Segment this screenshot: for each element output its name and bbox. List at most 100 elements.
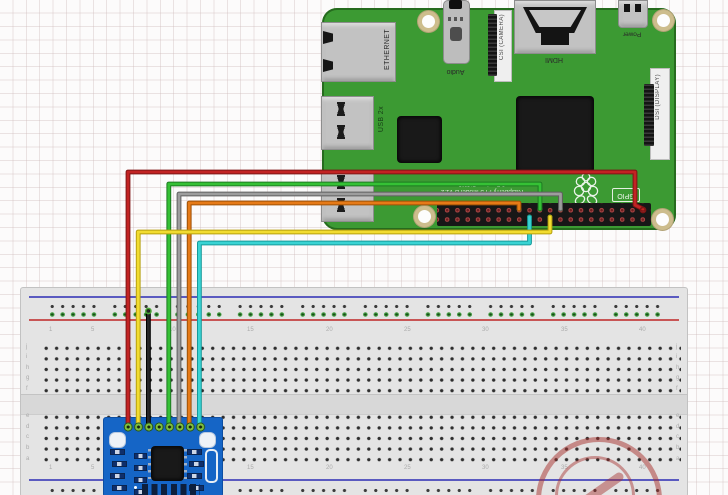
audio-barrel (449, 0, 462, 9)
breadboard-label: e (676, 413, 680, 419)
module-mount-tab (110, 433, 125, 447)
breadboard-label: c (676, 434, 679, 441)
smd-resistor (189, 461, 204, 467)
breadboard-label: 5 (91, 327, 95, 333)
crystal-oscillator (205, 449, 218, 483)
mount-hole (652, 209, 673, 230)
smd-resistor (110, 473, 125, 479)
power-port (618, 0, 648, 28)
audio-jack (443, 0, 470, 64)
breadboard-label: d (26, 423, 30, 430)
breadboard-label: j (26, 344, 28, 350)
power-slot (624, 4, 630, 12)
breadboard-label: 15 (247, 327, 254, 333)
ethernet-slot (323, 59, 333, 72)
wire-orange[interactable] (187, 201, 521, 431)
breadboard-label: a (676, 455, 680, 462)
breadboard-label: d (676, 423, 680, 430)
bottom-rail-holes-row1[interactable] (45, 486, 673, 495)
hdmi-shape-inner (529, 10, 581, 27)
csi-connector-bar (488, 14, 497, 76)
wire-gray[interactable] (177, 192, 562, 431)
dsi-connector-bar (644, 84, 654, 146)
smd-resistor (187, 473, 202, 479)
wire-cyan[interactable] (196, 214, 532, 432)
wire-yellow[interactable] (136, 215, 552, 431)
mount-hole (653, 10, 674, 31)
breadboard-label: 20 (326, 465, 333, 471)
smd-resistor (134, 477, 147, 483)
power-slot (635, 4, 641, 12)
module-ic-chip (152, 447, 183, 480)
breadboard-label: 5 (91, 465, 95, 471)
breadboard-label: b (26, 445, 30, 452)
breadboard-label: i (676, 354, 678, 361)
breadboard-label: 40 (639, 327, 646, 333)
breadboard-label: c (26, 434, 29, 441)
wire-gray[interactable] (176, 191, 563, 432)
audio-detail (450, 27, 462, 41)
top-rail-blue-line (29, 296, 679, 298)
breadboard-label: 30 (482, 465, 489, 471)
breadboard-label: 1 (49, 327, 53, 333)
gpio-header[interactable] (437, 203, 651, 226)
module-header-pins[interactable] (122, 421, 206, 433)
wire-end-ring[interactable] (639, 206, 647, 214)
breadboard-label: e (26, 413, 30, 419)
ethernet-slot (323, 31, 333, 44)
ethernet-port: ETHERNET (321, 22, 396, 82)
ic-legs (183, 449, 187, 479)
mount-hole (418, 11, 439, 32)
breadboard-label: 1 (49, 465, 53, 471)
usb-controller-chip (398, 117, 441, 162)
breadboard-label: 10 (169, 327, 176, 333)
mount-hole (414, 206, 435, 227)
smd-resistor (112, 485, 127, 491)
top-rail-holes-row1[interactable] (45, 302, 673, 311)
wire-red[interactable] (125, 169, 646, 432)
breadboard-label: h (676, 364, 680, 371)
breadboard-label: 30 (482, 327, 489, 333)
breadboard-label: f (676, 385, 678, 392)
breadboard-label: 25 (404, 327, 411, 333)
smd-resistor (187, 449, 202, 455)
breadboard-label: g (676, 375, 680, 382)
wire-green[interactable] (166, 181, 543, 432)
usb-symbol (328, 125, 354, 139)
silkscreen-dot (134, 486, 137, 489)
usb-port-upper (321, 96, 374, 150)
bottom-rail-blue-line (29, 479, 679, 481)
hdmi-stem (541, 33, 569, 45)
breadboard-label: g (26, 375, 30, 382)
top-rail-holes-row2[interactable] (45, 310, 673, 319)
wire-red[interactable] (126, 170, 645, 431)
breadboard-label: j (676, 344, 678, 350)
smd-resistor (112, 461, 127, 467)
smd-resistor (110, 449, 125, 455)
smd-resistor (134, 489, 147, 495)
breadboard-label: 35 (561, 327, 568, 333)
breadboard-label: 20 (326, 327, 333, 333)
breadboard-label: 25 (404, 465, 411, 471)
breadboard-label: a (26, 455, 30, 462)
module-mount-tab (200, 433, 215, 447)
usb-symbol (328, 102, 354, 116)
breadboard-label: i (26, 354, 28, 361)
ic-legs (148, 449, 152, 479)
breadboard-label: f (26, 385, 28, 392)
smd-resistor (134, 453, 147, 459)
breadboard-label: b (676, 445, 680, 452)
soc-chip (517, 97, 593, 172)
raspberry-pi-board[interactable]: ETHERNET USB 2x Audio CSI (CAMERA) (321, 0, 676, 230)
wire-orange[interactable] (186, 200, 522, 432)
top-rail-red-line (29, 319, 679, 321)
wire-cyan[interactable] (197, 215, 531, 431)
raspberry-pi-logo (573, 172, 599, 205)
wire-end-ring[interactable] (144, 307, 152, 315)
breadboard-label: 15 (247, 465, 254, 471)
breadboard-label: h (26, 364, 30, 371)
wire-green[interactable] (167, 182, 542, 431)
audio-detail (448, 17, 464, 21)
